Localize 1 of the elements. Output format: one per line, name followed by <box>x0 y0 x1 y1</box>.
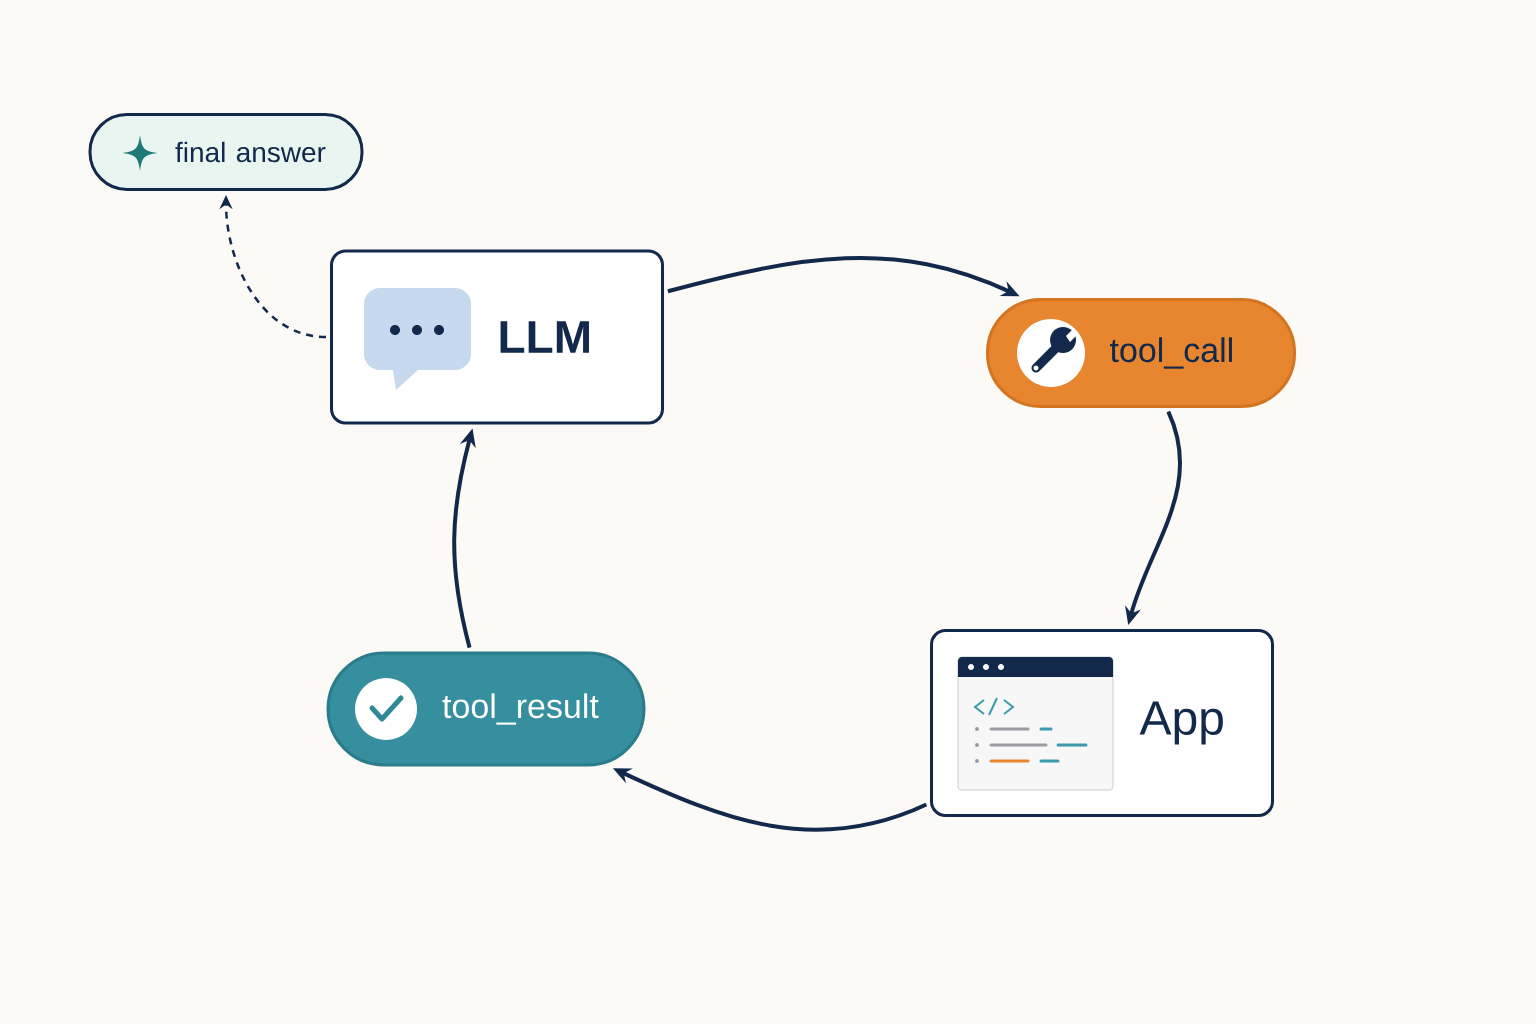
answer-pill: final answer <box>88 113 364 191</box>
